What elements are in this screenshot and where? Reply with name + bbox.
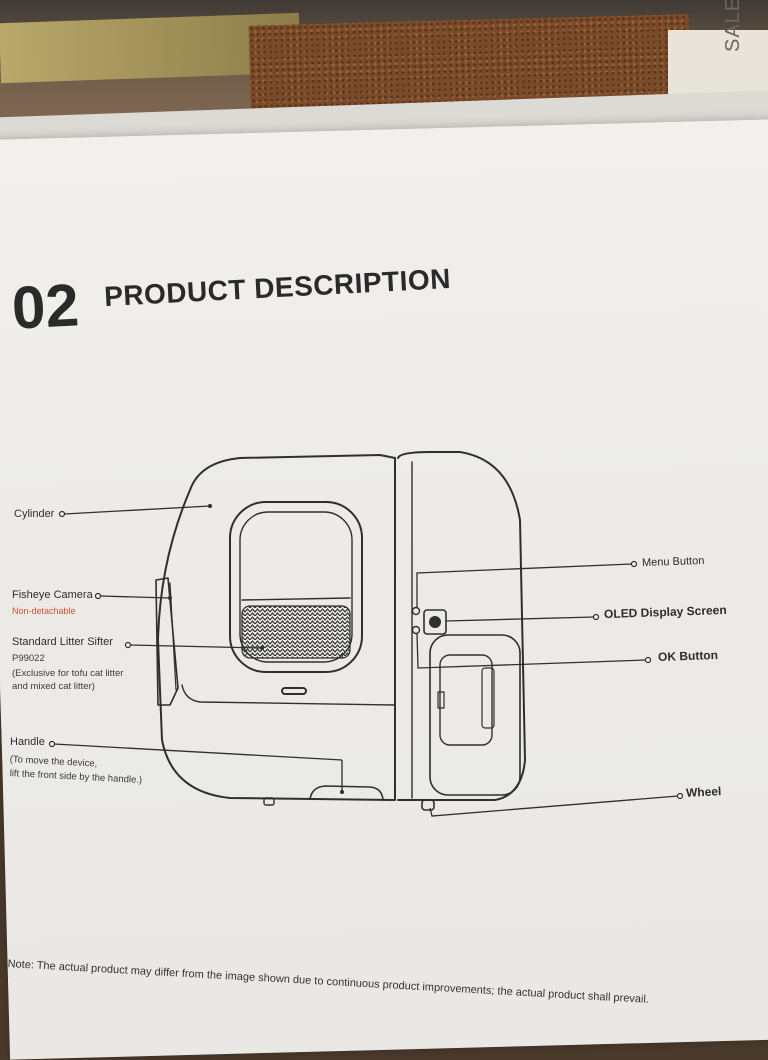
- label-sifter-code: P99022: [12, 653, 45, 664]
- entrance-opening: [229, 501, 363, 673]
- label-sifter-note-1: (Exclusive for tofu cat litter: [12, 668, 124, 679]
- litter-sifter-pattern: [241, 605, 351, 659]
- sifter-leader: [129, 644, 263, 649]
- label-handle: Handle: [10, 736, 45, 748]
- label-wheel: Wheel: [685, 784, 722, 800]
- wheel-leader: [429, 795, 679, 817]
- handle-outline: [309, 785, 384, 801]
- front-logo-slot: [281, 687, 307, 695]
- label-fisheye-camera: Fisheye Camera: [12, 589, 93, 601]
- ok-button-shape: [411, 625, 421, 635]
- label-sifter-note-2: and mixed cat litter): [12, 681, 95, 692]
- menu-button-shape: [411, 606, 421, 616]
- ok-leader: [416, 633, 647, 669]
- cylinder-leader: [63, 505, 211, 515]
- device-body-outline: [157, 454, 396, 801]
- label-menu-button: Menu Button: [641, 554, 705, 570]
- waste-drawer: [429, 634, 521, 796]
- fisheye-leader: [99, 595, 171, 599]
- menu-leader: [416, 563, 633, 607]
- label-ok-button: OK Button: [657, 647, 719, 665]
- handle-leader: [53, 743, 343, 761]
- label-cylinder: Cylinder: [14, 508, 55, 520]
- oled-leader: [445, 616, 595, 622]
- wheel-shape: [421, 799, 435, 811]
- oled-screen-shape: [423, 609, 447, 635]
- side-panel: [155, 577, 179, 706]
- label-litter-sifter: Standard Litter Sifter: [12, 636, 113, 648]
- label-fisheye-note: Non-detachable: [12, 606, 76, 616]
- product-diagram: [48, 451, 684, 817]
